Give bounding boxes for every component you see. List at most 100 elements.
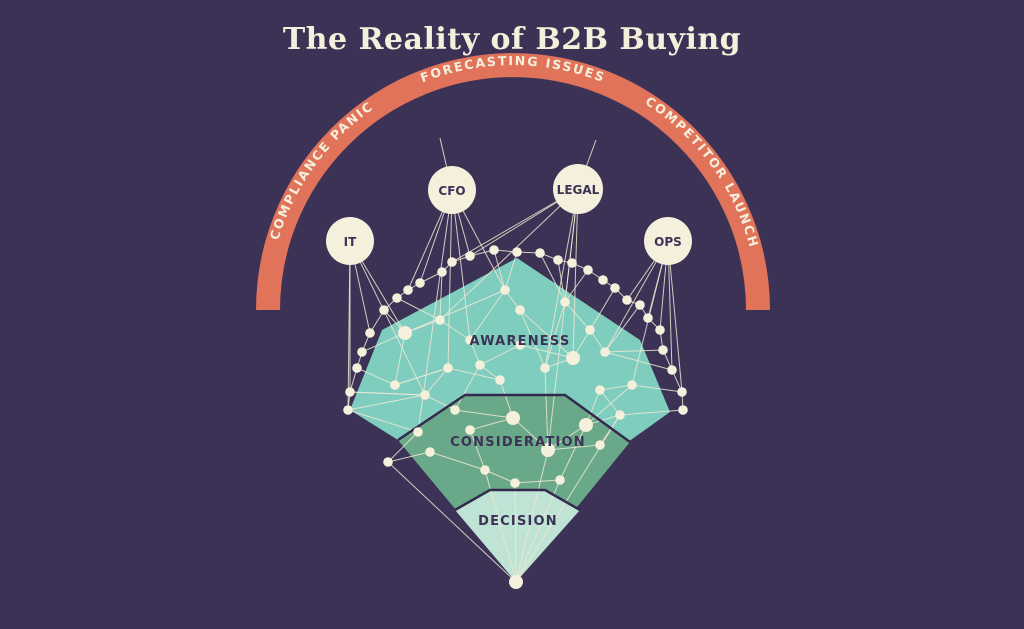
network-link <box>347 409 419 433</box>
network-node <box>635 300 645 310</box>
network-link <box>387 431 419 463</box>
network-link <box>404 289 506 334</box>
network-node <box>595 440 605 450</box>
network-link <box>667 240 683 393</box>
network-node <box>655 325 665 335</box>
role-node-it: IT <box>326 217 374 265</box>
network-node <box>465 425 475 435</box>
network-node <box>515 340 525 350</box>
network-link <box>394 332 406 386</box>
network-node <box>413 427 423 437</box>
network-link <box>559 424 587 481</box>
network-node <box>512 247 522 257</box>
network-link <box>544 301 566 369</box>
network-link <box>519 309 574 359</box>
network-node <box>541 443 555 457</box>
network-node <box>420 390 430 400</box>
network-link <box>515 479 561 583</box>
network-link <box>604 304 641 353</box>
network-node <box>450 405 460 415</box>
network-node <box>495 375 505 385</box>
network-link <box>349 391 426 396</box>
network-node <box>425 447 435 457</box>
network-node <box>379 305 389 315</box>
role-node-legal: LEGAL <box>553 164 603 214</box>
network-link <box>424 394 456 411</box>
network-node <box>585 325 595 335</box>
stage-label-consideration: CONSIDERATION <box>450 435 586 450</box>
network-node <box>383 457 393 467</box>
network-node <box>567 258 577 268</box>
network-link <box>547 424 587 451</box>
network-link <box>387 451 431 463</box>
network-link <box>564 269 589 303</box>
network-node <box>535 248 545 258</box>
network-node <box>560 297 570 307</box>
network-link <box>349 240 426 396</box>
network-node <box>677 387 687 397</box>
network-node <box>500 285 510 295</box>
network-node <box>392 293 402 303</box>
network-node <box>555 475 565 485</box>
network-link <box>447 189 453 369</box>
network-link <box>515 449 549 583</box>
network-node <box>667 365 677 375</box>
network-node <box>506 411 520 425</box>
network-node <box>610 283 620 293</box>
network-node <box>443 363 453 373</box>
network-node <box>658 345 668 355</box>
network-node <box>595 385 605 395</box>
network-link <box>469 417 514 431</box>
stage-consideration-shape <box>398 395 630 582</box>
network-node <box>600 347 610 357</box>
network-link <box>484 469 517 583</box>
network-node <box>403 285 413 295</box>
network-node <box>475 360 485 370</box>
network-link <box>514 479 561 484</box>
network-link <box>547 188 579 451</box>
network-node <box>345 387 355 397</box>
network-link <box>547 444 601 451</box>
network-link <box>361 332 406 353</box>
network-node <box>643 313 653 323</box>
network-node <box>515 305 525 315</box>
network-node <box>510 478 520 488</box>
network-link <box>585 384 633 426</box>
role-label-it: IT <box>344 235 357 249</box>
influence-arc <box>256 53 770 311</box>
network-link <box>469 429 486 471</box>
network-link <box>454 364 481 411</box>
network-link <box>599 389 621 416</box>
network-link <box>619 409 684 416</box>
network-node <box>480 465 490 475</box>
network-node <box>622 295 632 305</box>
network-link <box>439 319 471 341</box>
role-label-legal: LEGAL <box>557 183 600 197</box>
network-link <box>514 482 517 583</box>
network-link <box>387 461 517 583</box>
network-node <box>398 326 412 340</box>
network-link <box>504 251 518 291</box>
network-link <box>479 344 521 366</box>
network-node <box>627 380 637 390</box>
role-label-ops: OPS <box>654 235 682 249</box>
network-node <box>465 335 475 345</box>
network-node <box>553 255 563 265</box>
stage-decision-outline <box>454 488 581 512</box>
page-title: The Reality of B2B Buying <box>282 22 742 57</box>
network-node <box>489 245 499 255</box>
network-node <box>579 418 593 432</box>
network-node <box>678 405 688 415</box>
network-link <box>424 367 449 396</box>
network-link <box>599 414 621 446</box>
network-node <box>540 363 550 373</box>
stage-consideration-outline <box>397 393 631 444</box>
network-link <box>454 409 514 419</box>
network-link <box>347 240 351 411</box>
network-link <box>557 259 566 303</box>
network-link <box>396 297 441 321</box>
network-nodes <box>343 245 688 589</box>
network-link <box>539 252 566 303</box>
network-link <box>347 394 426 411</box>
